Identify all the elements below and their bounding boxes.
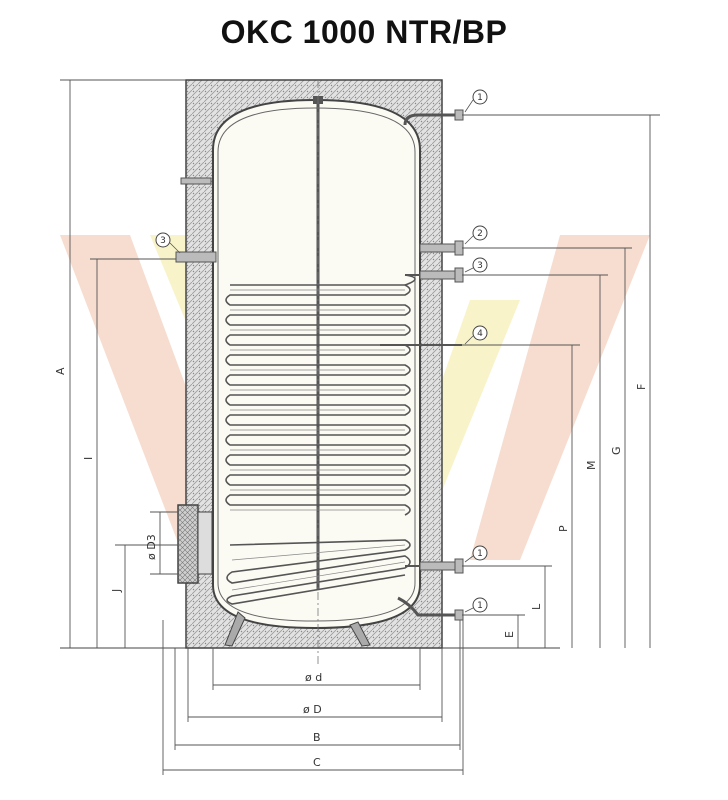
dim-J: J	[110, 589, 123, 593]
dimension-lines-left	[60, 79, 186, 648]
dim-C: C	[313, 756, 321, 769]
dim-D: ø D	[303, 703, 322, 716]
callout-leaders	[169, 99, 474, 613]
dimension-labels: A I J ø D3 E L P M G F ø d ø D B C	[54, 367, 648, 769]
callout-1-bottom: 1	[477, 601, 483, 611]
dim-I: I	[82, 457, 95, 460]
callout-labels: 1 2 3 4 3 1 1	[160, 93, 483, 611]
callout-2: 2	[477, 229, 483, 239]
dim-B: B	[313, 731, 321, 744]
dim-E: E	[503, 631, 516, 638]
tank-feet	[224, 611, 371, 647]
callout-1-top: 1	[477, 93, 483, 103]
side-flange	[177, 504, 213, 584]
dim-M: M	[585, 461, 598, 471]
tank-wall	[217, 107, 416, 622]
dim-L: L	[530, 603, 543, 610]
callout-3-left: 3	[160, 236, 166, 246]
callouts	[155, 89, 488, 613]
dim-D3: ø D3	[145, 534, 158, 560]
dim-F: F	[635, 384, 648, 390]
dim-d: ø d	[305, 671, 322, 684]
callout-1-lower: 1	[477, 549, 483, 559]
insulation-jacket	[185, 79, 443, 649]
dimension-lines-right	[462, 114, 660, 648]
dimension-lines-bottom	[162, 620, 464, 775]
dim-P: P	[557, 525, 570, 532]
callout-4: 4	[477, 329, 483, 339]
dim-G: G	[610, 446, 623, 455]
dim-A: A	[54, 367, 67, 375]
diagram-title: OKC 1000 NTR/BP	[220, 14, 508, 50]
callout-3-right: 3	[477, 261, 483, 271]
pipe-connections	[175, 109, 464, 621]
